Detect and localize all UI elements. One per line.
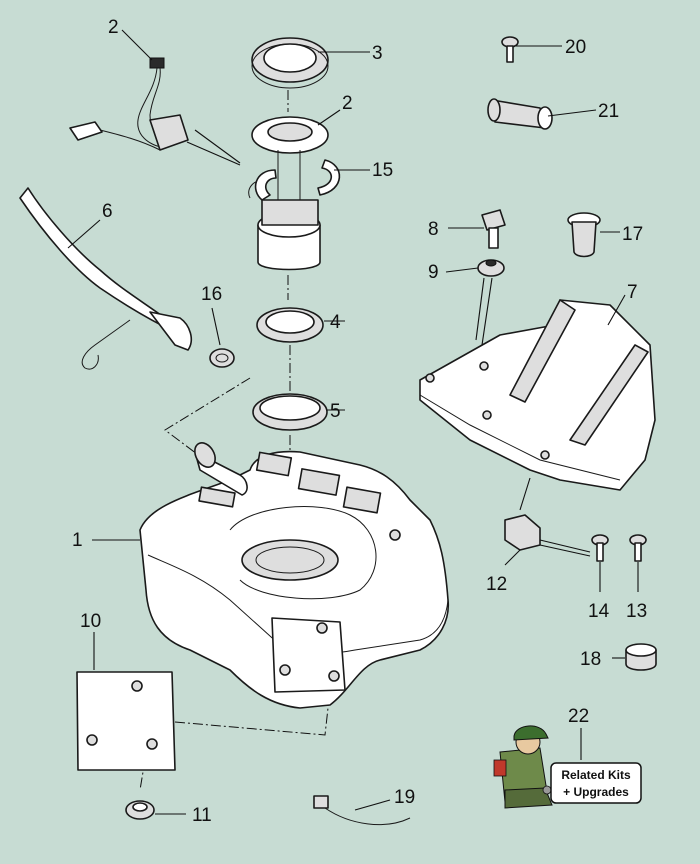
- seal-ring: [251, 37, 329, 89]
- grommet-11: [125, 800, 155, 820]
- badge-line-1: Related Kits: [561, 768, 631, 782]
- label-part-1: 1: [72, 530, 83, 551]
- mechanic-figure-icon: [493, 725, 553, 809]
- label-part-10: 10: [80, 611, 101, 632]
- label-part-11: 11: [192, 805, 212, 826]
- cover-plate-10: [76, 671, 176, 771]
- related-kits-badge[interactable]: Related Kits + Upgrades: [493, 725, 642, 809]
- heat-shield: [419, 299, 656, 491]
- sensor-21: [487, 98, 553, 130]
- hose-clamp: [209, 348, 235, 368]
- screw-20: [501, 36, 519, 63]
- label-part-3: 3: [372, 43, 383, 64]
- bolt-8: [481, 209, 506, 249]
- label-part-7: 7: [627, 282, 638, 303]
- label-part-22: 22: [568, 706, 589, 727]
- label-part-2b: 2: [342, 93, 353, 114]
- label-part-5: 5: [330, 401, 341, 422]
- label-part-15: 15: [372, 160, 393, 181]
- label-part-12: 12: [486, 574, 507, 595]
- label-part-17: 17: [622, 224, 643, 245]
- label-part-6: 6: [102, 201, 113, 222]
- fuel-tank: [139, 442, 450, 709]
- label-part-4: 4: [330, 312, 341, 333]
- locking-ring: [252, 393, 328, 431]
- fuel-pump-module: [248, 116, 341, 271]
- cable-tie-19: [313, 795, 411, 826]
- label-part-14: 14: [588, 601, 610, 622]
- bracket-12: [504, 514, 541, 551]
- label-part-21: 21: [598, 101, 619, 122]
- filler-hose: [19, 187, 192, 370]
- part-labels: 2 3 2 15 6 16 4 5 1 8 9 17 7 20 21 12 14…: [72, 17, 647, 826]
- gasket: [256, 307, 324, 343]
- nut-9: [477, 259, 505, 277]
- label-part-2a: 2: [108, 17, 119, 38]
- label-part-19: 19: [394, 787, 415, 808]
- label-part-18: 18: [580, 649, 601, 670]
- grommet-17: [567, 212, 601, 258]
- leader-lines: [67, 29, 639, 815]
- label-part-13: 13: [626, 601, 647, 622]
- label-part-16: 16: [201, 284, 222, 305]
- bolt-14: [591, 534, 609, 562]
- label-part-9: 9: [428, 262, 439, 283]
- badge-box: [550, 762, 642, 804]
- label-part-8: 8: [428, 219, 439, 240]
- wiring-harness: [69, 57, 189, 151]
- bolt-13: [629, 534, 647, 562]
- spacer-18: [625, 643, 657, 671]
- badge-line-2: + Upgrades: [563, 785, 629, 799]
- label-part-20: 20: [565, 37, 586, 58]
